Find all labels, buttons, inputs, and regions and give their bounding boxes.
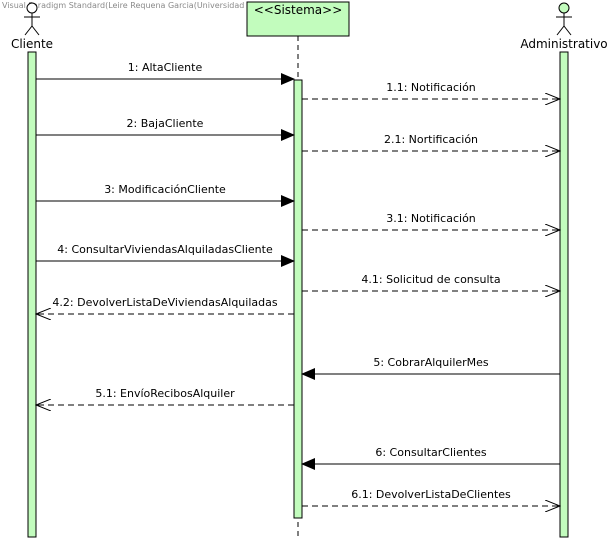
message-6-1-label: 6.1: DevolverListaDeClientes [351,488,511,501]
message-4: 4: ConsultarViviendasAlquiladasCliente [36,243,295,267]
message-5-1: 5.1: EnvíoRecibosAlquiler [36,387,294,405]
actor-administrativo-icon [556,2,572,36]
lifeline-cliente: Cliente [11,2,53,538]
sistema-box [246,1,350,37]
watermark: Visual Paradigm Standard(Leire Requena G… [2,1,288,10]
message-2: 2: BajaCliente [36,117,295,141]
message-2-label: 2: BajaCliente [127,117,204,130]
actor-cliente-label: Cliente [11,37,53,51]
message-3: 3: ModificaciónCliente [36,183,295,207]
message-1-label: 1: AltaCliente [128,61,203,74]
lifeline-sistema: <<Sistema>> [246,1,350,540]
activation-administrativo [559,51,569,538]
message-4-2-label: 4.2: DevolverListaDeViviendasAlquiladas [52,296,277,309]
message-6-label: 6: ConsultarClientes [375,446,487,459]
message-4-1-label: 4.1: Solicitud de consulta [361,273,500,286]
message-1-1-label: 1.1: Notificación [386,81,476,94]
message-2-1: 2.1: Nortificación [302,133,560,151]
activation-sistema [293,79,303,519]
lifeline-administrativo: Administrativo [520,2,608,538]
message-4-label: 4: ConsultarViviendasAlquiladasCliente [57,243,273,256]
messages: 1: AltaCliente 1.1: Notificación 2: Baja… [36,61,560,506]
message-1: 1: AltaCliente [36,61,295,85]
actor-administrativo-label: Administrativo [520,37,607,51]
message-1-1: 1.1: Notificación [302,81,560,99]
actor-cliente-icon [24,2,40,36]
message-5-label: 5: CobrarAlquilerMes [373,356,489,369]
activation-cliente [27,51,37,538]
message-5-1-label: 5.1: EnvíoRecibosAlquiler [95,387,235,400]
sistema-box-label: <<Sistema>> [254,3,343,17]
message-4-2: 4.2: DevolverListaDeViviendasAlquiladas [36,296,294,314]
message-4-1: 4.1: Solicitud de consulta [302,273,560,291]
message-3-1: 3.1: Notificación [302,212,560,230]
message-6: 6: ConsultarClientes [301,446,560,470]
message-5: 5: CobrarAlquilerMes [301,356,560,380]
message-6-1: 6.1: DevolverListaDeClientes [302,488,560,506]
message-3-1-label: 3.1: Notificación [386,212,476,225]
message-2-1-label: 2.1: Nortificación [384,133,478,146]
message-3-label: 3: ModificaciónCliente [104,183,226,196]
